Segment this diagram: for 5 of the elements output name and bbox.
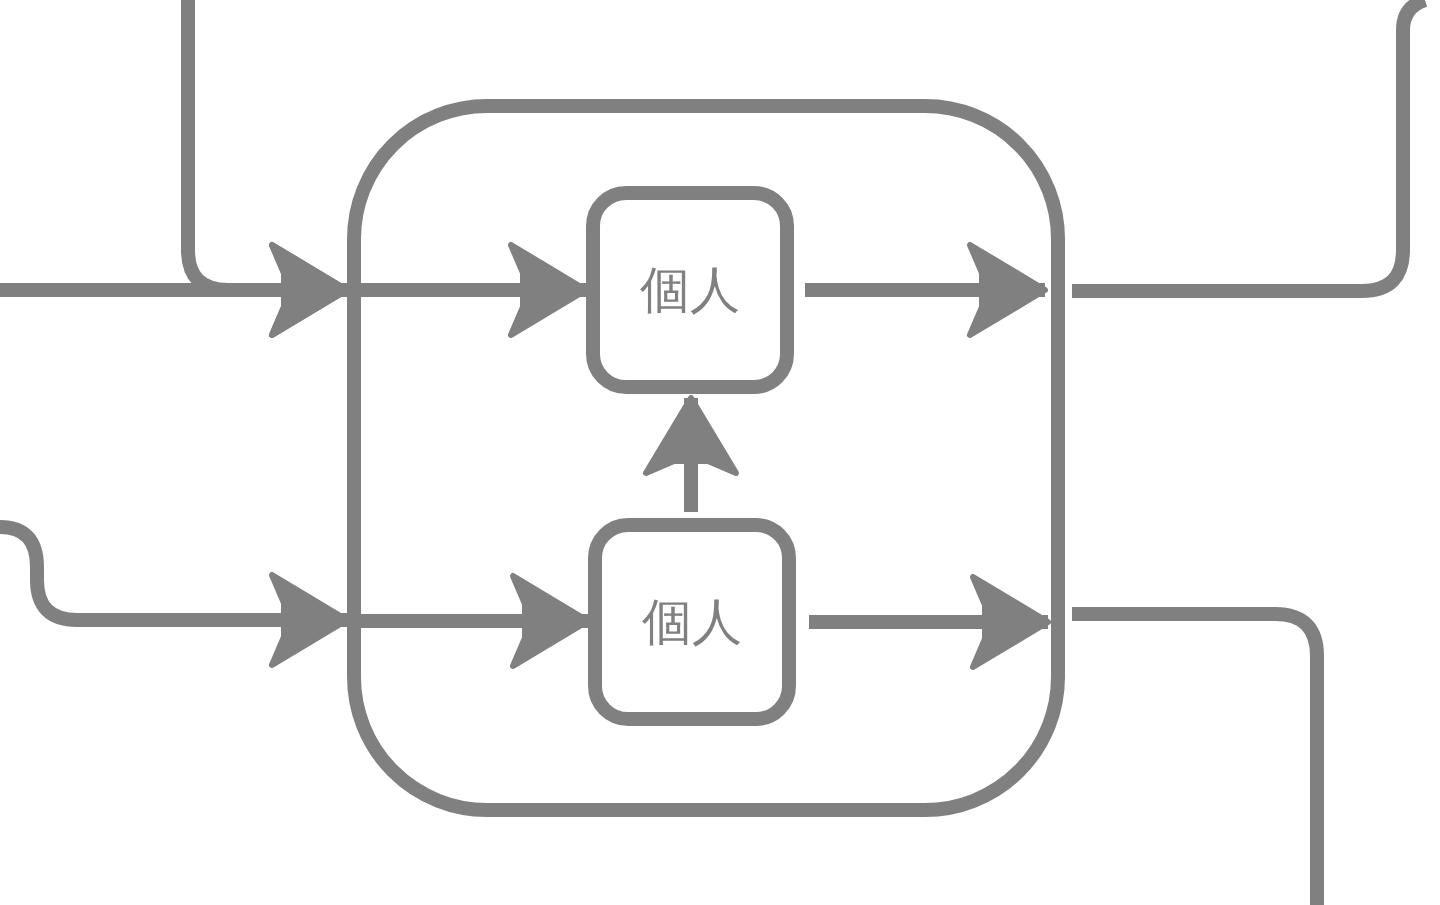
process-box: 個人 [588,518,796,726]
connector-line [1072,607,1324,905]
connector-line [1072,0,1428,298]
container-box [347,99,1065,817]
process-box: 個人 [586,186,794,394]
